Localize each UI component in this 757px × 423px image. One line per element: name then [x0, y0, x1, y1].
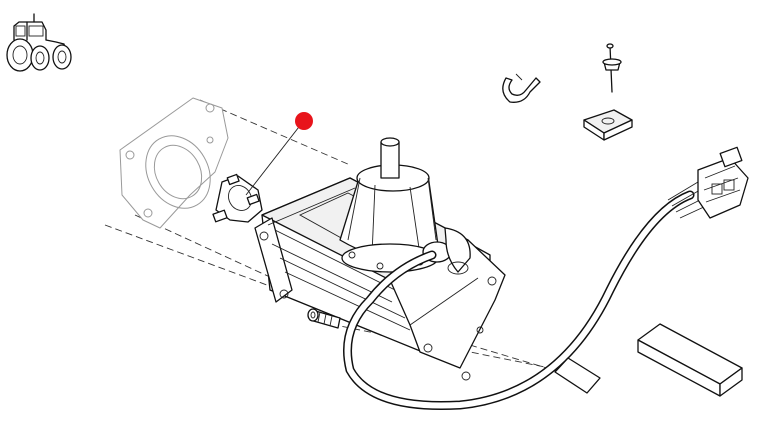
electrical-connector[interactable] [697, 146, 749, 219]
gear-housing[interactable] [339, 137, 439, 273]
rivet[interactable] [602, 43, 622, 93]
callout-1[interactable] [245, 112, 313, 196]
label[interactable] [554, 357, 601, 394]
callout-marker[interactable] [295, 112, 313, 130]
tractor-icon[interactable] [6, 13, 72, 72]
clip-nut[interactable] [583, 109, 633, 141]
cable-tie[interactable] [502, 73, 541, 103]
mounting-plate[interactable] [119, 97, 229, 229]
bracket-clip[interactable] [212, 173, 263, 223]
foam-pad[interactable] [637, 323, 743, 397]
socket-screw[interactable] [307, 308, 341, 329]
